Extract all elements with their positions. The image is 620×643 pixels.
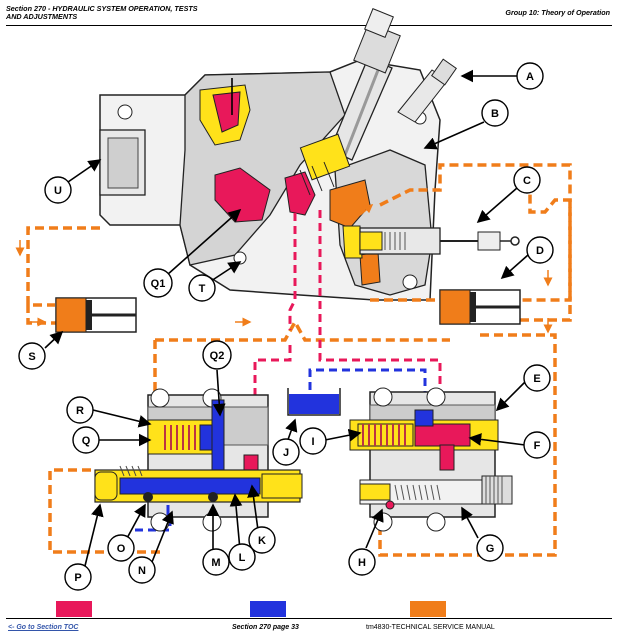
control-spool-assembly	[299, 8, 457, 196]
solenoid-c	[359, 227, 520, 255]
callout-m: M	[202, 548, 230, 576]
callout-q2: Q2	[202, 340, 232, 370]
section-title: Section 270 - HYDRAULIC SYSTEM OPERATION…	[6, 4, 198, 21]
callout-j: J	[272, 438, 300, 466]
svg-text:H: H	[358, 557, 366, 569]
callout-n: N	[128, 556, 156, 584]
pilot-lines	[26, 163, 572, 557]
left-valve-body	[94, 388, 303, 532]
svg-text:D: D	[536, 245, 544, 257]
svg-text:A: A	[526, 71, 534, 83]
right-valve-body	[349, 387, 513, 532]
svg-text:I: I	[311, 436, 314, 448]
svg-text:B: B	[491, 108, 499, 120]
svg-text:U: U	[54, 185, 62, 197]
svg-text:S: S	[28, 351, 35, 363]
hydraulic-diagram: A B C D E F G H I J K L M N O P Q Q1 Q2 …	[15, 8, 572, 591]
flow-arrows	[15, 204, 553, 334]
callout-q1: Q1	[143, 268, 173, 298]
callout-f: F	[523, 431, 551, 459]
callout-h: H	[348, 548, 376, 576]
cylinder-s	[55, 297, 137, 333]
group-title: Group 10: Theory of Operation	[505, 8, 610, 17]
svg-text:K: K	[258, 535, 266, 547]
callout-r: R	[66, 396, 94, 424]
legend-swatch-red	[56, 601, 92, 617]
svg-text:P: P	[74, 572, 81, 584]
svg-text:Q2: Q2	[210, 350, 225, 362]
header-rule	[6, 25, 612, 26]
callout-l: L	[228, 543, 256, 571]
callout-s: S	[18, 342, 46, 370]
main-valve-housing	[99, 59, 441, 301]
callout-c: C	[513, 166, 541, 194]
callout-e: E	[523, 364, 551, 392]
leader-lines	[44, 69, 529, 571]
svg-text:J: J	[283, 447, 289, 459]
footer-rule	[6, 618, 612, 619]
callout-t: T	[188, 274, 216, 302]
callout-p: P	[64, 563, 92, 591]
svg-text:O: O	[117, 543, 126, 555]
svg-text:E: E	[533, 373, 540, 385]
callout-i: I	[299, 427, 327, 455]
reservoir-j	[287, 388, 341, 416]
svg-text:G: G	[486, 543, 495, 555]
cylinder-d	[439, 289, 521, 325]
callout-d: D	[526, 236, 554, 264]
callout-g: G	[476, 534, 504, 562]
svg-text:C: C	[523, 175, 531, 187]
callout-o: O	[107, 534, 135, 562]
callout-k: K	[248, 526, 276, 554]
pressure-passages	[199, 84, 381, 286]
page-number: Section 270 page 33	[232, 624, 299, 631]
callout-q: Q	[72, 426, 100, 454]
svg-text:N: N	[138, 565, 146, 577]
svg-text:F: F	[534, 440, 541, 452]
svg-text:T: T	[199, 283, 206, 295]
callout-b: B	[481, 99, 509, 127]
svg-text:Q: Q	[82, 435, 91, 447]
svg-text:M: M	[211, 557, 220, 569]
legend-swatch-orange	[410, 601, 446, 617]
svg-text:Q1: Q1	[151, 278, 166, 290]
toc-link[interactable]: <- Go to Section TOC	[8, 624, 79, 631]
legend-swatch-blue	[250, 601, 286, 617]
manual-title: tm4830-TECHNICAL SERVICE MANUAL	[366, 624, 495, 631]
callout-u: U	[44, 176, 72, 204]
callout-a: A	[516, 62, 544, 90]
svg-text:R: R	[76, 405, 84, 417]
svg-text:L: L	[239, 552, 246, 564]
